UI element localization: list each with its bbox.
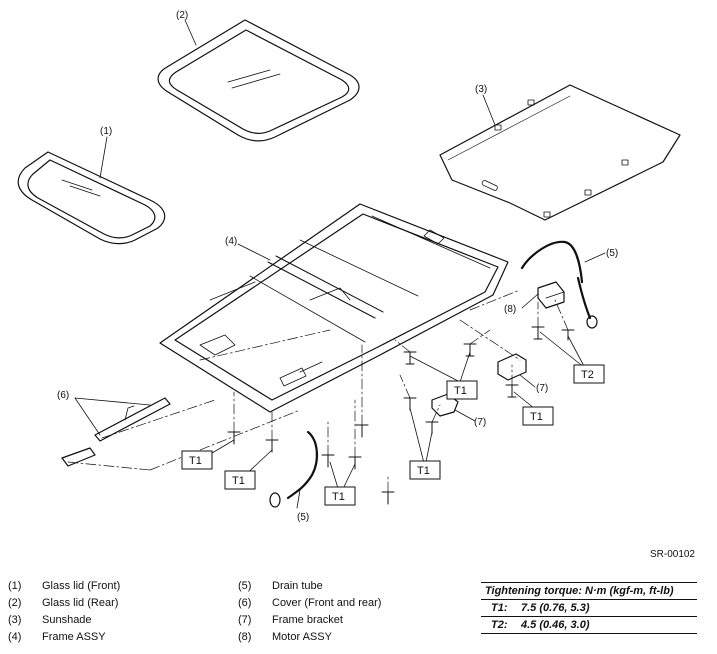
legend-number: (3) bbox=[8, 614, 22, 626]
torque-tag-t1: T1 bbox=[232, 475, 245, 487]
callout-1: (1) bbox=[100, 126, 112, 137]
legend-item: (4) Frame ASSY bbox=[8, 629, 120, 646]
torque-tag-t1: T1 bbox=[189, 455, 202, 467]
callout-2: (2) bbox=[176, 10, 188, 21]
assembly-lines bbox=[67, 289, 569, 493]
drain-tube-rear bbox=[520, 240, 598, 329]
glass-lid-rear bbox=[157, 19, 360, 142]
callout-labels: (1) (2) (3) (4) (5) (5) (6) (7) (7) (8) bbox=[57, 10, 618, 523]
torque-tag-box bbox=[324, 486, 356, 506]
callout-7-rear: (7) bbox=[536, 383, 548, 394]
legend-number: (2) bbox=[8, 597, 22, 609]
torque-tag-box bbox=[181, 450, 213, 470]
torque-tag-box bbox=[224, 470, 256, 490]
legend-number: (6) bbox=[238, 597, 252, 609]
callout-3: (3) bbox=[475, 84, 487, 95]
legend-item: (3) Sunshade bbox=[8, 612, 120, 629]
torque-tag-t1: T1 bbox=[417, 465, 430, 477]
legend-item: (2) Glass lid (Rear) bbox=[8, 595, 120, 612]
legend-item: (7) Frame bracket bbox=[238, 612, 381, 629]
callout-5-rear: (5) bbox=[606, 248, 618, 259]
torque-value: 4.5 (0.46, 3.0) bbox=[521, 619, 590, 631]
torque-key: T2: bbox=[491, 619, 508, 631]
torque-tag-t1: T1 bbox=[332, 491, 345, 503]
bolt bbox=[227, 326, 575, 505]
legend-part-name: Motor ASSY bbox=[272, 631, 332, 643]
legend-item: (8) Motor ASSY bbox=[238, 629, 381, 646]
legend-number: (8) bbox=[238, 631, 252, 643]
legend-item: (5) Drain tube bbox=[238, 578, 381, 595]
drain-tube-front bbox=[269, 430, 318, 508]
legend-number: (7) bbox=[238, 614, 252, 626]
torque-key: T1: bbox=[491, 602, 508, 614]
parts-legend-right: (5) Drain tube (6) Cover (Front and rear… bbox=[238, 578, 381, 646]
torque-row-t1: T1: 7.5 (0.76, 5.3) bbox=[481, 600, 697, 617]
legend-part-name: Glass lid (Front) bbox=[42, 580, 121, 592]
parts-legend-left: (1) Glass lid (Front) (2) Glass lid (Rea… bbox=[8, 578, 120, 646]
callout-5-front: (5) bbox=[297, 512, 309, 523]
torque-row-t2: T2: 4.5 (0.46, 3.0) bbox=[481, 617, 697, 634]
legend-part-name: Frame ASSY bbox=[42, 631, 106, 643]
torque-tags bbox=[181, 364, 605, 506]
sunroof-exploded-diagram: (1) (2) (3) (4) (5) (5) (6) (7) (7) (8) … bbox=[17, 10, 681, 523]
callout-8: (8) bbox=[504, 304, 516, 315]
callout-4: (4) bbox=[225, 236, 237, 247]
torque-tag-box bbox=[573, 364, 605, 384]
torque-tag-box bbox=[409, 460, 441, 480]
torque-table: Tightening torque: N·m (kgf-m, ft-lb) T1… bbox=[481, 582, 697, 634]
legend-part-name: Glass lid (Rear) bbox=[42, 597, 119, 609]
legend-part-name: Drain tube bbox=[272, 580, 323, 592]
legend-part-name: Frame bracket bbox=[272, 614, 343, 626]
legend-part-name: Sunshade bbox=[42, 614, 92, 626]
legend-part-name: Cover (Front and rear) bbox=[272, 597, 382, 609]
legend-item: (1) Glass lid (Front) bbox=[8, 578, 120, 595]
torque-tag-t1: T1 bbox=[454, 385, 467, 397]
legend-number: (5) bbox=[238, 580, 252, 592]
torque-tag-box bbox=[522, 406, 554, 426]
legend-number: (4) bbox=[8, 631, 22, 643]
motor-assy bbox=[537, 281, 565, 309]
callout-6: (6) bbox=[57, 390, 69, 401]
torque-tag-t2: T2 bbox=[581, 369, 594, 381]
glass-lid-front bbox=[17, 151, 166, 245]
legend-item: (6) Cover (Front and rear) bbox=[238, 595, 381, 612]
legend-number: (1) bbox=[8, 580, 22, 592]
torque-table-title: Tightening torque: N·m (kgf-m, ft-lb) bbox=[481, 582, 697, 600]
callout-7-front: (7) bbox=[474, 417, 486, 428]
torque-value: 7.5 (0.76, 5.3) bbox=[521, 602, 590, 614]
torque-tag-t1: T1 bbox=[530, 411, 543, 423]
cover-front-rear bbox=[61, 397, 171, 467]
frame-assy bbox=[159, 203, 509, 413]
sunshade bbox=[439, 84, 681, 221]
document-code: SR-00102 bbox=[649, 549, 695, 560]
torque-tag-labels: T1 T2 T1 T1 T1 T1 T1 bbox=[189, 369, 594, 503]
torque-tag-box bbox=[446, 380, 478, 400]
